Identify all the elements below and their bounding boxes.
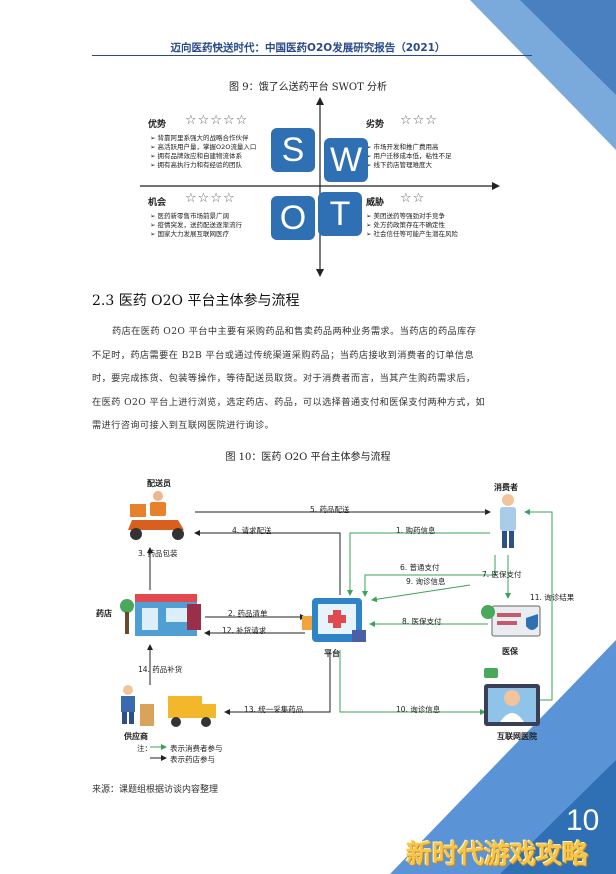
flow-label-13: 13. 统一采集药品	[244, 705, 304, 714]
figure-10-title: 图 10：医药 O2O 平台主体参与流程	[225, 452, 391, 463]
flow-label-9: 9. 询诊信息	[406, 577, 446, 586]
swot-axes	[140, 97, 500, 277]
weaknesses-rating: ☆☆☆	[400, 113, 438, 128]
paragraph-line: 在医药 O2O 平台上进行浏览，选定药店、药品，可以选择普通支付和医保支付两种方…	[92, 396, 486, 408]
flow-label-12: 12. 补货请求	[222, 626, 267, 635]
paragraph-line: 时，要完成拣货、包装等操作，等待配送员取货。对于消费者而言，当其产生购药需求后，	[92, 373, 476, 384]
legend-pharmacy: 表示药店参与	[170, 755, 215, 764]
node-supplier-label: 供应商	[124, 732, 148, 741]
consumer-icon	[500, 494, 516, 548]
strengths-label: 优势	[148, 120, 167, 130]
flow-label-8: 8. 医保支付	[402, 617, 442, 626]
strengths-rating: ☆☆☆☆☆	[185, 113, 249, 128]
threats-label: 威胁	[366, 198, 385, 208]
swot-tile-t: T	[318, 192, 362, 236]
supplier-icon	[121, 685, 216, 727]
legend-consumer: 表示消费者参与	[170, 744, 223, 753]
opportunities-label: 机会	[148, 198, 167, 208]
list-item: ➢ 国家大力发展互联网医疗	[150, 230, 230, 238]
node-pharmacy-label: 药店	[96, 609, 112, 618]
weaknesses-label: 劣势	[366, 120, 385, 130]
opportunities-rating: ☆☆☆☆	[185, 191, 236, 206]
flow-label-5: 5. 药品配送	[310, 505, 350, 514]
node-hospital-label: 互联网医院	[497, 732, 537, 741]
flow-label-3: 3. 药品包装	[138, 549, 178, 558]
list-item: ➢ 拥有高执行力和有经验的团队	[150, 161, 243, 169]
flow-label-10: 10. 询诊信息	[396, 705, 441, 714]
paragraph-line: 需进行咨询可接入到互联网医院进行询诊。	[92, 420, 275, 431]
list-item: ➢ 市场开发和推广费用高	[366, 143, 439, 151]
list-item: ➢ 处方药政策存在不确定性	[366, 221, 446, 229]
paragraph-line: 药店在医药 O2O 平台中主要有采购药品和售卖药品两种业务需求。当药店的药品库存	[112, 326, 477, 337]
threats-rating: ☆☆	[400, 191, 426, 206]
opportunities-list: ➢ 医药新零售市场前景广阔 ➢ 疫情突发，送药配送逐渐流行 ➢ 国家大力发展互联…	[150, 212, 280, 239]
platform-icon	[302, 598, 366, 642]
courier-icon	[128, 491, 184, 540]
list-item: ➢ 用户迁移成本低，粘性不足	[366, 152, 452, 160]
node-courier-label: 配送员	[147, 479, 171, 488]
flow-label-2: 2. 药品清单	[228, 609, 268, 618]
list-item: ➢ 社会信任等可能产生潜在风险	[366, 230, 459, 238]
node-consumer-label: 消费者	[494, 483, 518, 492]
node-platform-label: 平台	[324, 649, 340, 658]
flow-label-1: 1. 购药信息	[396, 526, 436, 535]
list-item: ➢ 美团送药等强劲对手竞争	[366, 212, 446, 220]
weaknesses-list: ➢ 市场开发和推广费用高 ➢ 用户迁移成本低，粘性不足 ➢ 线下药店管理难度大	[366, 143, 486, 170]
page-header: 迈向医药快送时代：中国医药O2O发展研究报告（2021）	[170, 42, 446, 54]
list-item: ➢ 疫情突发，送药配送逐渐流行	[150, 221, 243, 229]
section-paragraph: 药店在医药 O2O 平台中主要有采购药品和售卖药品两种业务需求。当药店的药品库存…	[92, 320, 532, 438]
list-item: ➢ 线下药店管理难度大	[366, 161, 433, 169]
flow-label-4: 4. 请求配送	[232, 526, 272, 535]
watermark: 新时代游戏攻略	[406, 840, 589, 870]
swot-tile-o: O	[271, 196, 315, 240]
flow-label-14: 14. 药品补货	[138, 665, 183, 674]
header-rule	[92, 55, 532, 56]
legend-title: 注：	[137, 744, 152, 753]
pharmacy-icon	[120, 594, 201, 636]
page-number: 10	[566, 804, 600, 837]
hospital-icon	[484, 668, 540, 726]
strengths-list: ➢ 背靠阿里系强大的战略合作伙伴 ➢ 高活跃用户量，掌握O2O流量入口 ➢ 拥有…	[150, 134, 280, 170]
section-heading: 2.3 医药 O2O 平台主体参与流程	[92, 293, 300, 309]
flow-label-7: 7. 医保支付	[482, 570, 522, 579]
swot-tile-s: S	[271, 128, 315, 172]
insurance-icon	[481, 605, 541, 637]
flow-label-11: 11. 询诊结果	[530, 593, 575, 602]
list-item: ➢ 高活跃用户量，掌握O2O流量入口	[150, 143, 257, 151]
figure-9-title: 图 9：饿了么送药平台 SWOT 分析	[229, 82, 387, 93]
node-insurance-label: 医保	[502, 647, 518, 656]
figure-source: 来源：课题组根据访谈内容整理	[92, 785, 219, 795]
list-item: ➢ 背靠阿里系强大的战略合作伙伴	[150, 134, 249, 142]
paragraph-line: 不足时，药店需要在 B2B 平台或通过传统渠道采购药品；当药店接收到消费者的订单…	[92, 349, 474, 361]
list-item: ➢ 医药新零售市场前景广阔	[150, 212, 230, 220]
list-item: ➢ 拥有品牌效应和自建物流体系	[150, 152, 243, 160]
swot-tile-w: W	[324, 138, 368, 182]
threats-list: ➢ 美团送药等强劲对手竞争 ➢ 处方药政策存在不确定性 ➢ 社会信任等可能产生潜…	[366, 212, 496, 239]
flow-label-6: 6. 普通支付	[400, 563, 440, 572]
